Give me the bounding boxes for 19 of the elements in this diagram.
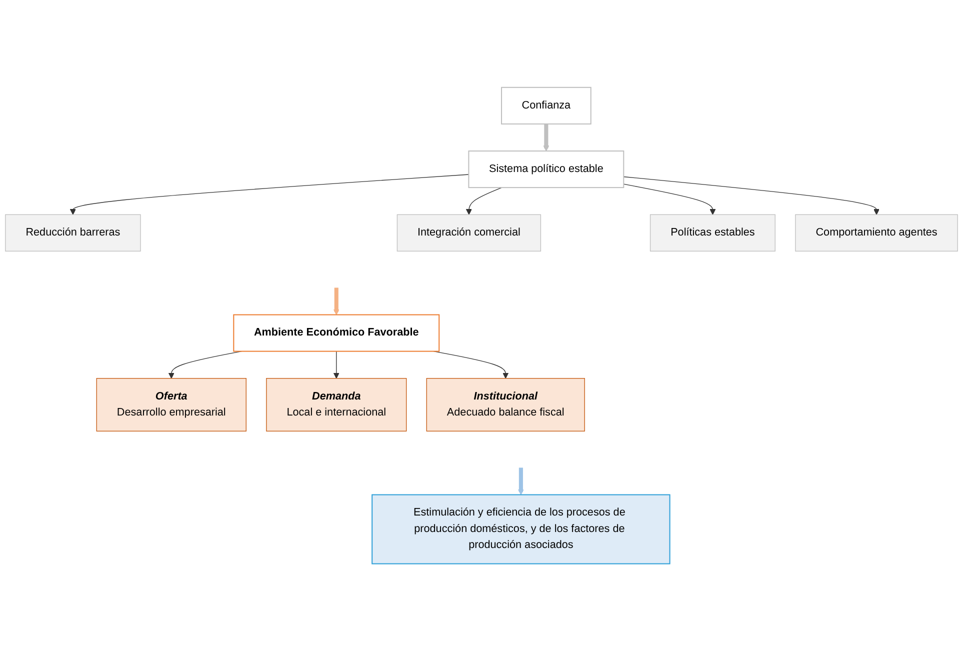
arrow xyxy=(466,188,502,216)
node-box: Demanda Local e internacional xyxy=(266,378,407,432)
node-box: Oferta Desarrollo empresarial xyxy=(96,378,246,432)
node-box: Comportamiento agentes xyxy=(795,214,958,252)
node-box: Institucional Adecuado balance fiscal xyxy=(426,378,585,432)
arrow xyxy=(623,184,716,216)
node-box: Estimulación y eficiencia de los procesos de producción domésticos, y de los factores de producción asociados xyxy=(372,494,670,565)
node-box: Ambiente Económico Favorable xyxy=(233,314,440,352)
node-box: Políticas estables xyxy=(650,214,776,252)
node-box: Reducción barreras xyxy=(5,214,141,252)
arrow xyxy=(623,176,880,216)
node-box: Sistema político estable xyxy=(468,150,624,188)
node-box: Integración comercial xyxy=(396,214,542,252)
arrow xyxy=(543,124,550,152)
arrow xyxy=(333,351,340,380)
node-box: Confianza xyxy=(501,87,592,125)
arrow xyxy=(333,288,340,316)
arrow xyxy=(70,174,470,216)
arrow xyxy=(518,468,524,496)
